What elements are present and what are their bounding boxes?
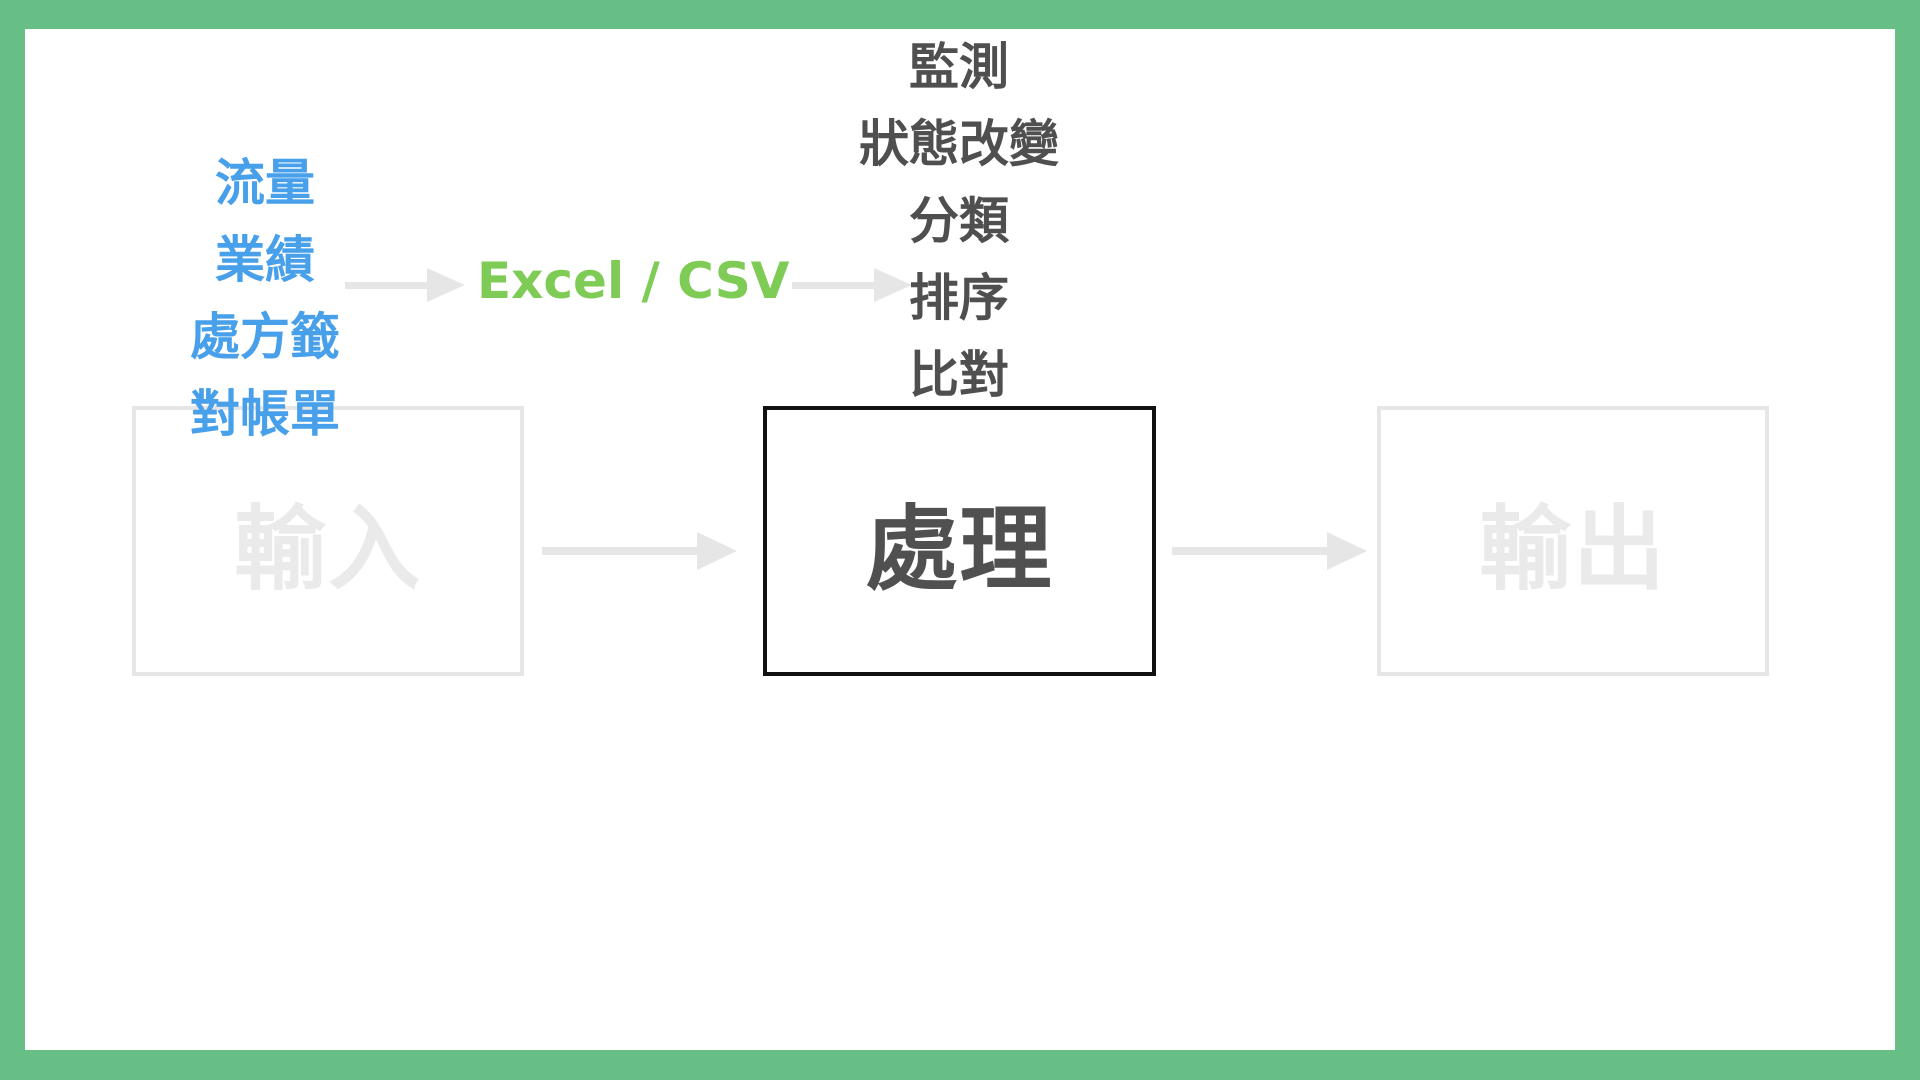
format-label: Excel / CSV — [477, 252, 790, 310]
source-item: 處方籤 — [190, 308, 340, 366]
arrow-process-to-output — [1172, 532, 1367, 570]
operation-item: 分類 — [909, 192, 1009, 250]
arrow-sources-to-format — [345, 268, 465, 302]
operation-item: 監測 — [909, 38, 1009, 96]
operations-list: 監測 狀態改變 分類 排序 比對 — [839, 29, 1079, 414]
operation-item: 排序 — [909, 269, 1009, 327]
input-box: 輸入 — [132, 406, 524, 676]
input-box-label: 輸入 — [233, 495, 422, 603]
slide-canvas: 輸入 處理 輸出 Excel / CSV 流量 業績 處方籤 對帳單 監測 狀態… — [25, 29, 1895, 1050]
output-box-label: 輸出 — [1478, 495, 1667, 603]
source-item: 流量 — [215, 154, 315, 212]
arrow-input-to-process — [542, 532, 737, 570]
operation-item: 狀態改變 — [859, 115, 1059, 173]
source-item: 對帳單 — [190, 385, 340, 443]
operation-item: 比對 — [909, 346, 1009, 404]
arrow-format-to-operations — [792, 268, 912, 302]
output-box: 輸出 — [1377, 406, 1769, 676]
sources-list: 流量 業績 處方籤 對帳單 — [165, 145, 365, 453]
process-box-label: 處理 — [865, 495, 1054, 603]
source-item: 業績 — [215, 231, 315, 289]
process-box: 處理 — [763, 406, 1156, 676]
